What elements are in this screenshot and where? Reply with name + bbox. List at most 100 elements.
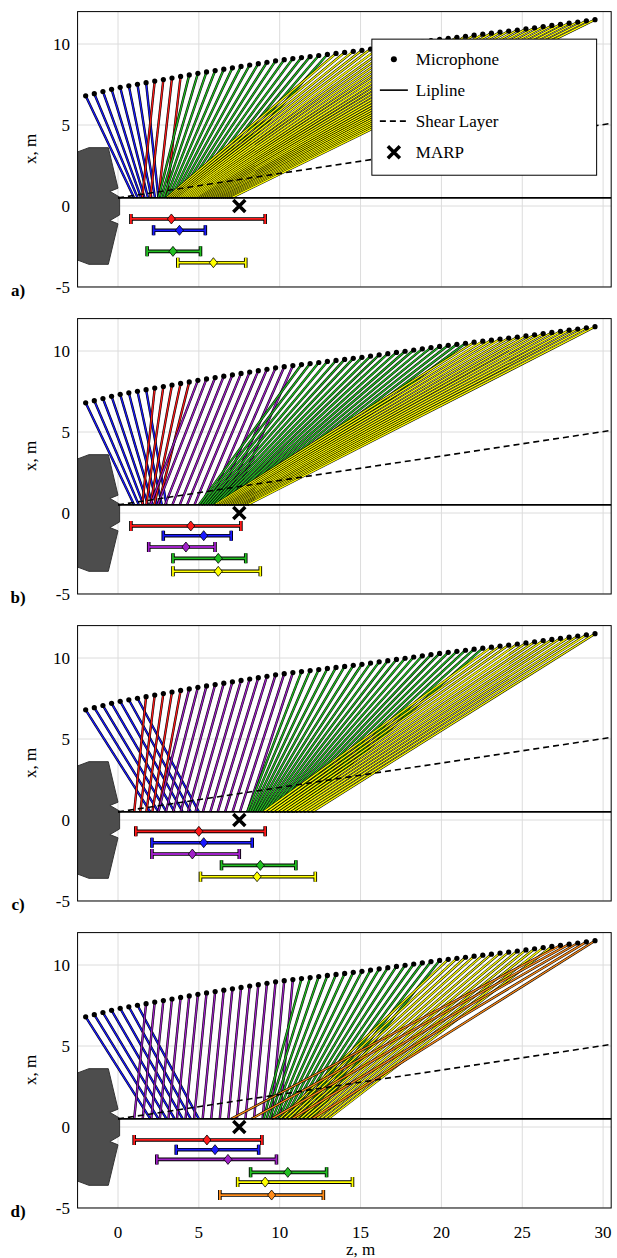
ray-outline xyxy=(280,643,526,812)
error-bar-outline xyxy=(173,553,246,563)
error-bar-center xyxy=(182,542,190,552)
ray-path xyxy=(268,646,500,812)
microphone-dot xyxy=(143,387,148,392)
microphone-dot xyxy=(187,993,192,998)
ray-outline xyxy=(312,634,595,812)
plot-panel xyxy=(78,319,612,594)
microphone-dot xyxy=(100,89,105,94)
error-bar xyxy=(173,566,260,576)
ray-path xyxy=(308,952,509,1119)
tick-label: 0 xyxy=(62,198,71,215)
microphone-dot xyxy=(541,24,546,29)
tick-label: 5 xyxy=(62,117,71,134)
microphone-dot xyxy=(169,75,174,80)
error-bar-center xyxy=(203,1135,211,1145)
microphone-dot xyxy=(256,61,261,66)
error-bar-center xyxy=(200,838,208,848)
microphone-dot xyxy=(256,675,261,680)
microphone-dot xyxy=(377,352,382,357)
microphone-dot xyxy=(394,350,399,355)
tick-label: 0 xyxy=(62,505,71,522)
microphone-dot xyxy=(118,1006,123,1011)
microphone-dot xyxy=(541,945,546,950)
microphone-dot xyxy=(195,992,200,997)
microphone-dot xyxy=(454,956,459,961)
microphone-dot xyxy=(308,361,313,366)
plot-panel xyxy=(78,626,612,901)
microphone-dot xyxy=(109,701,114,706)
microphone-dot xyxy=(532,946,537,951)
ray-outline xyxy=(210,679,249,812)
microphone-dot xyxy=(377,966,382,971)
microphone-dot xyxy=(238,678,243,683)
microphone-dot xyxy=(238,985,243,990)
ray-path xyxy=(300,637,569,812)
microphone-dot xyxy=(497,643,502,648)
error-bar xyxy=(147,246,200,256)
microphone-dot xyxy=(109,1008,114,1013)
microphone-dot xyxy=(178,995,183,1000)
microphone-dot xyxy=(497,950,502,955)
microphone-dot xyxy=(118,699,123,704)
nozzle-shape xyxy=(78,148,120,265)
axis-title: z, m xyxy=(346,1241,375,1258)
microphone-dot xyxy=(299,669,304,674)
microphone-dot xyxy=(204,683,209,688)
panel-label: a) xyxy=(11,282,25,299)
ray-outline xyxy=(268,646,500,812)
tick-label: 10 xyxy=(271,1224,288,1241)
ray-outline xyxy=(288,641,543,812)
error-bar-outline xyxy=(152,849,239,859)
ray-path xyxy=(137,1005,198,1119)
marp-marker xyxy=(233,507,245,519)
microphone-dot xyxy=(532,639,537,644)
microphone-dot xyxy=(480,339,485,344)
microphone-dot xyxy=(575,326,580,331)
microphone-dot xyxy=(402,963,407,968)
microphone-dot xyxy=(238,64,243,69)
error-bar xyxy=(173,553,246,563)
axis-title: x, m xyxy=(22,748,39,778)
tick-label: 5 xyxy=(62,424,71,441)
error-bar-outline xyxy=(251,1167,327,1177)
axes-frame xyxy=(78,626,612,901)
tick-label: 0 xyxy=(62,1119,71,1136)
ray-outline xyxy=(188,683,224,812)
microphone-dot xyxy=(187,686,192,691)
plot-panel xyxy=(78,12,612,287)
microphone-dot xyxy=(100,1010,105,1015)
axis-title: x, m xyxy=(22,134,39,164)
microphone-dot xyxy=(152,79,157,84)
microphone-dot xyxy=(92,1012,97,1017)
microphone-dot xyxy=(230,679,235,684)
microphone-dot xyxy=(282,671,287,676)
microphone-dot xyxy=(454,649,459,654)
microphone-dot xyxy=(213,989,218,994)
ray-path xyxy=(140,695,154,812)
ray-outline xyxy=(137,1005,198,1119)
microphone-dot xyxy=(161,691,166,696)
microphone-dot xyxy=(463,955,468,960)
ray-path xyxy=(227,337,518,505)
ray-outline xyxy=(308,635,586,812)
microphone-dot xyxy=(316,667,321,672)
error-bar xyxy=(131,521,241,531)
microphone-dot xyxy=(567,328,572,333)
microphone-dot xyxy=(567,942,572,947)
microphone-dot xyxy=(437,344,442,349)
error-bar xyxy=(157,1154,277,1164)
microphone-dot xyxy=(506,335,511,340)
legend-sample xyxy=(380,120,408,122)
microphone-dot xyxy=(411,347,416,352)
microphone-dot xyxy=(472,647,477,652)
axes-frame xyxy=(78,319,612,594)
microphone-dot xyxy=(273,672,278,677)
microphone-dot xyxy=(480,646,485,651)
microphone-dot xyxy=(454,342,459,347)
microphone-dot xyxy=(489,31,494,36)
microphone-dot xyxy=(316,53,321,58)
microphone-dot xyxy=(221,67,226,72)
ray-outline xyxy=(165,378,215,505)
microphone-dot xyxy=(178,74,183,79)
microphone-dot xyxy=(308,975,313,980)
